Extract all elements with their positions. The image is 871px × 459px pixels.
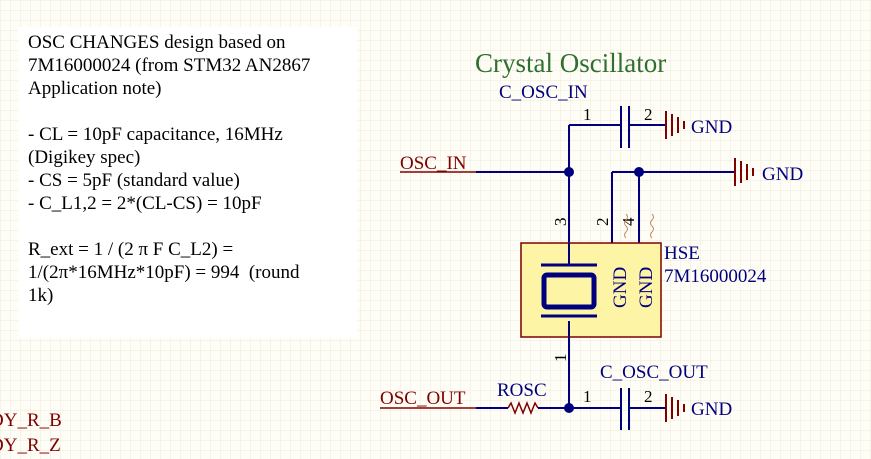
crystal-pin4-label: 4	[619, 217, 638, 226]
gnd-label-cap-in: GND	[691, 117, 732, 138]
cap-out-pin2: 2	[644, 387, 653, 406]
junction-osc-in	[564, 167, 574, 177]
net-label-osc-out[interactable]: OSC_OUT	[380, 388, 466, 409]
resistor-rosc[interactable]	[476, 400, 621, 416]
cap-in-pin1: 1	[583, 105, 592, 124]
crystal-part-number: 7M16000024	[664, 266, 767, 287]
note-line: Application note)	[28, 78, 162, 99]
net-label-osc-in[interactable]: OSC_IN	[400, 153, 467, 174]
crystal-pin-gnd-b: GND	[636, 267, 657, 308]
note-line: 7M16000024 (from STM32 AN2867	[28, 55, 311, 76]
crystal-pin3-label: 3	[551, 218, 570, 227]
cap-out-designator: C_OSC_OUT	[600, 362, 708, 383]
crystal-hse[interactable]	[520, 242, 662, 338]
crystal-designator: HSE	[664, 243, 700, 264]
note-line: - CS = 5pF (standard value)	[28, 170, 240, 191]
crystal-pin-gnd-a: GND	[610, 267, 631, 308]
note-line	[28, 215, 357, 238]
gnd-symbol-crystal	[734, 158, 754, 186]
crystal-pin1-label: 1	[551, 354, 570, 363]
no-connect-squiggle-pin2	[624, 213, 628, 239]
note-line: - C_L1,2 = 2*(CL-CS) = 10pF	[28, 193, 262, 214]
resistor-designator: ROSC	[497, 380, 547, 401]
note-line: R_ext = 1 / (2 π F C_L2) =	[28, 239, 234, 260]
schematic-title: Crystal Oscillator	[475, 48, 666, 78]
cap-in-pin2: 2	[644, 105, 653, 124]
edge-net-label-2[interactable]: DY_R_Z	[0, 435, 61, 456]
cap-out-symbol[interactable]	[620, 388, 666, 430]
cap-in-symbol[interactable]	[569, 106, 666, 148]
gnd-label-cap-out: GND	[691, 399, 732, 420]
note-line: OSC CHANGES design based on	[28, 32, 286, 53]
edge-net-label-1[interactable]: DY_R_B	[0, 410, 62, 431]
design-note: OSC CHANGES design based on 7M16000024 (…	[18, 27, 357, 338]
cap-in-designator: C_OSC_IN	[499, 82, 588, 103]
note-line: 1/(2π*16MHz*10pF) = 994 (round	[28, 262, 300, 283]
crystal-pin2-label: 2	[593, 218, 612, 227]
note-line: (Digikey spec)	[28, 147, 141, 168]
gnd-symbol-cap-out	[665, 394, 685, 422]
junction-osc-out	[564, 403, 574, 413]
cap-out-pin1: 1	[583, 387, 592, 406]
junction-gnd	[634, 167, 644, 177]
note-line	[28, 100, 357, 123]
gnd-label-crystal: GND	[762, 164, 803, 185]
no-connect-squiggle-pin4	[650, 213, 654, 239]
gnd-symbol-cap-in	[665, 111, 685, 139]
note-line: - CL = 10pF capacitance, 16MHz	[28, 124, 283, 145]
note-line: 1k)	[28, 285, 54, 306]
